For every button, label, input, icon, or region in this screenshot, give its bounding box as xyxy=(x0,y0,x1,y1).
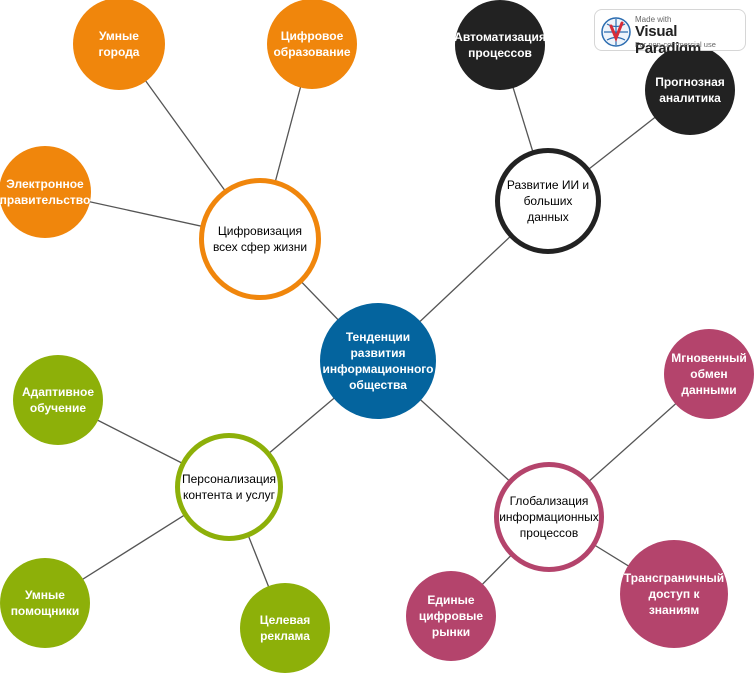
leaf-node-digital-markets: Единые цифровые рынки xyxy=(406,571,496,661)
leaf-node-smart-assistants-label: Умные помощники xyxy=(10,588,80,618)
leaf-node-e-government-label: Электронное правительство xyxy=(0,177,91,207)
watermark-made-with: Made with xyxy=(635,15,672,24)
leaf-node-predictive-analytics: Прогнозная аналитика xyxy=(645,45,735,135)
leaf-node-digital-education: Цифровое образование xyxy=(267,0,357,89)
watermark-brand: Visual Paradigm xyxy=(635,23,701,57)
leaf-node-crossborder-access: Трансграничный доступ к знаниям xyxy=(620,540,728,648)
leaf-node-predictive-analytics-label: Прогнозная аналитика xyxy=(655,75,725,105)
branch-node-ai-bigdata-label: Развитие ИИ и больших данных xyxy=(506,178,590,224)
branch-node-globalization: Глобализация информационных процессов xyxy=(494,462,604,572)
leaf-node-digital-markets-label: Единые цифровые рынки xyxy=(418,593,484,639)
leaf-node-instant-exchange-label: Мгновенный обмен данными xyxy=(671,351,747,397)
leaf-node-process-automation-label: Автоматизация процессов xyxy=(454,30,546,60)
leaf-node-targeted-ads-label: Целевая реклама xyxy=(259,613,311,643)
branch-node-digitalization-label: Цифровизация всех сфер жизни xyxy=(212,224,308,254)
leaf-node-process-automation: Автоматизация процессов xyxy=(454,0,546,90)
visual-paradigm-watermark: Made with Visual Paradigm For non-commer… xyxy=(594,9,746,57)
branch-node-globalization-label: Глобализация информационных процессов xyxy=(499,494,599,540)
central-topic-node-label: Тенденции развития информационного общес… xyxy=(322,330,434,392)
leaf-node-smart-cities-label: Умные города xyxy=(98,29,140,59)
central-topic-node: Тенденции развития информационного общес… xyxy=(320,303,436,419)
branch-node-ai-bigdata: Развитие ИИ и больших данных xyxy=(495,148,601,254)
leaf-node-digital-education-label: Цифровое образование xyxy=(273,29,351,59)
leaf-node-smart-cities: Умные города xyxy=(73,0,165,90)
leaf-node-e-government: Электронное правительство xyxy=(0,146,91,238)
leaf-node-adaptive-learning: Адаптивное обучение xyxy=(13,355,103,445)
branch-node-personalization-label: Персонализация контента и услуг xyxy=(181,472,277,502)
leaf-node-targeted-ads: Целевая реклама xyxy=(240,583,330,673)
leaf-node-smart-assistants: Умные помощники xyxy=(0,558,90,648)
branch-node-digitalization: Цифровизация всех сфер жизни xyxy=(199,178,321,300)
leaf-node-instant-exchange: Мгновенный обмен данными xyxy=(664,329,754,419)
leaf-node-crossborder-access-label: Трансграничный доступ к знаниям xyxy=(623,571,725,617)
visual-paradigm-logo-icon xyxy=(601,17,631,47)
leaf-node-adaptive-learning-label: Адаптивное обучение xyxy=(21,385,95,415)
branch-node-personalization: Персонализация контента и услуг xyxy=(175,433,283,541)
watermark-license: For non-commercial use xyxy=(635,40,716,49)
